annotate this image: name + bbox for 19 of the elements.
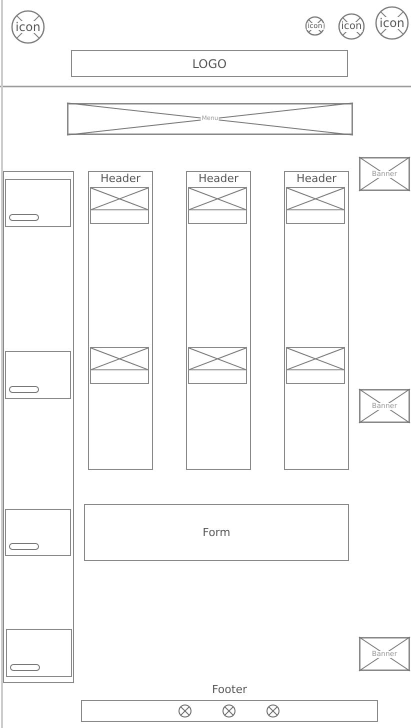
- sidebar-card: [4, 178, 70, 226]
- icon-label: icon: [14, 21, 42, 33]
- sidebar-card: [6, 628, 72, 676]
- footer-heading: Footer: [211, 684, 248, 695]
- sidebar-card: [4, 350, 70, 398]
- icon-label: icon: [378, 17, 406, 29]
- icon-label: icon: [340, 22, 363, 32]
- box-label: Form: [202, 527, 232, 538]
- image-placeholder: [90, 346, 148, 384]
- column-header: Header: [197, 173, 240, 184]
- image-placeholder: [286, 186, 344, 224]
- sidebar-card: [4, 508, 70, 556]
- column-header: Header: [295, 173, 338, 184]
- column-header: Header: [99, 173, 142, 184]
- sidebar-panel: [3, 171, 74, 683]
- image-placeholder: [188, 346, 246, 384]
- image-placeholder: [188, 186, 246, 224]
- image-placeholder: [90, 186, 148, 224]
- image-placeholder: [286, 346, 344, 384]
